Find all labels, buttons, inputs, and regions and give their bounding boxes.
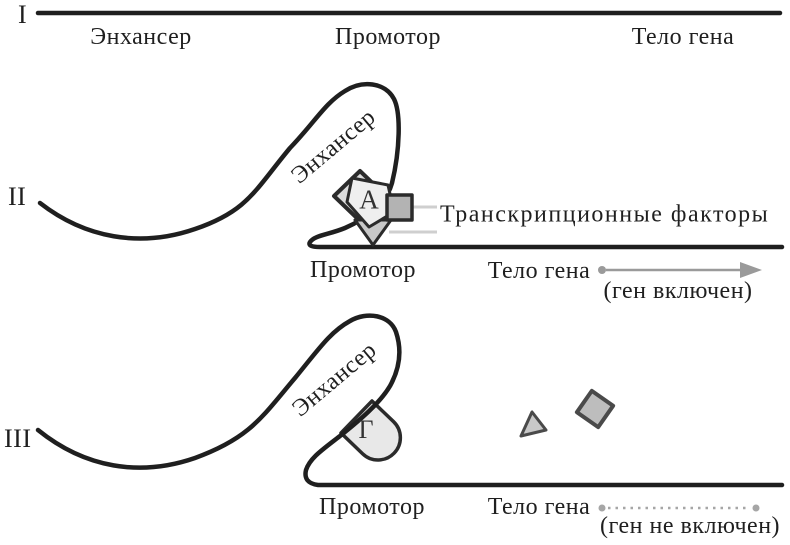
row1-enhancer-label: Энхансер	[90, 24, 192, 50]
transcription-arrow	[598, 262, 762, 278]
activator-pentagon	[345, 176, 396, 229]
dna-strand-looped-active	[37, 81, 785, 250]
activator-letter: А	[359, 184, 379, 215]
row1-gene-body-label: Тело гена	[631, 24, 735, 50]
arrow-head-icon	[740, 262, 762, 278]
free-tf-triangle	[519, 410, 548, 438]
inactive-gene-line	[598, 504, 760, 512]
dotted-start-dot	[598, 504, 606, 512]
row2-promoter-label: Промотор	[310, 257, 416, 283]
free-tf-square	[574, 388, 616, 430]
row1-numeral: I	[18, 0, 28, 29]
row3-numeral: III	[4, 424, 32, 453]
row1-promoter-label: Промотор	[335, 24, 441, 50]
repressor-shape	[339, 399, 403, 462]
transcription-factors-label: Транскрипционные факторы	[440, 201, 770, 228]
tf-square	[385, 193, 414, 222]
repressor-letter: Г	[358, 415, 374, 444]
row2-gene-body-label: Тело гена	[487, 258, 591, 284]
row3-promoter-label: Промотор	[319, 494, 425, 520]
dna-strand-looped-repressed	[35, 313, 785, 488]
row2-gene-on-label: (ген включен)	[603, 278, 753, 304]
row2-numeral: II	[8, 182, 27, 211]
dotted-end-dot	[752, 504, 760, 512]
row3-gene-off-label: (ген не включен)	[599, 513, 781, 539]
row3-gene-body-label: Тело гена	[487, 494, 591, 520]
arrow-start-dot	[598, 266, 606, 274]
